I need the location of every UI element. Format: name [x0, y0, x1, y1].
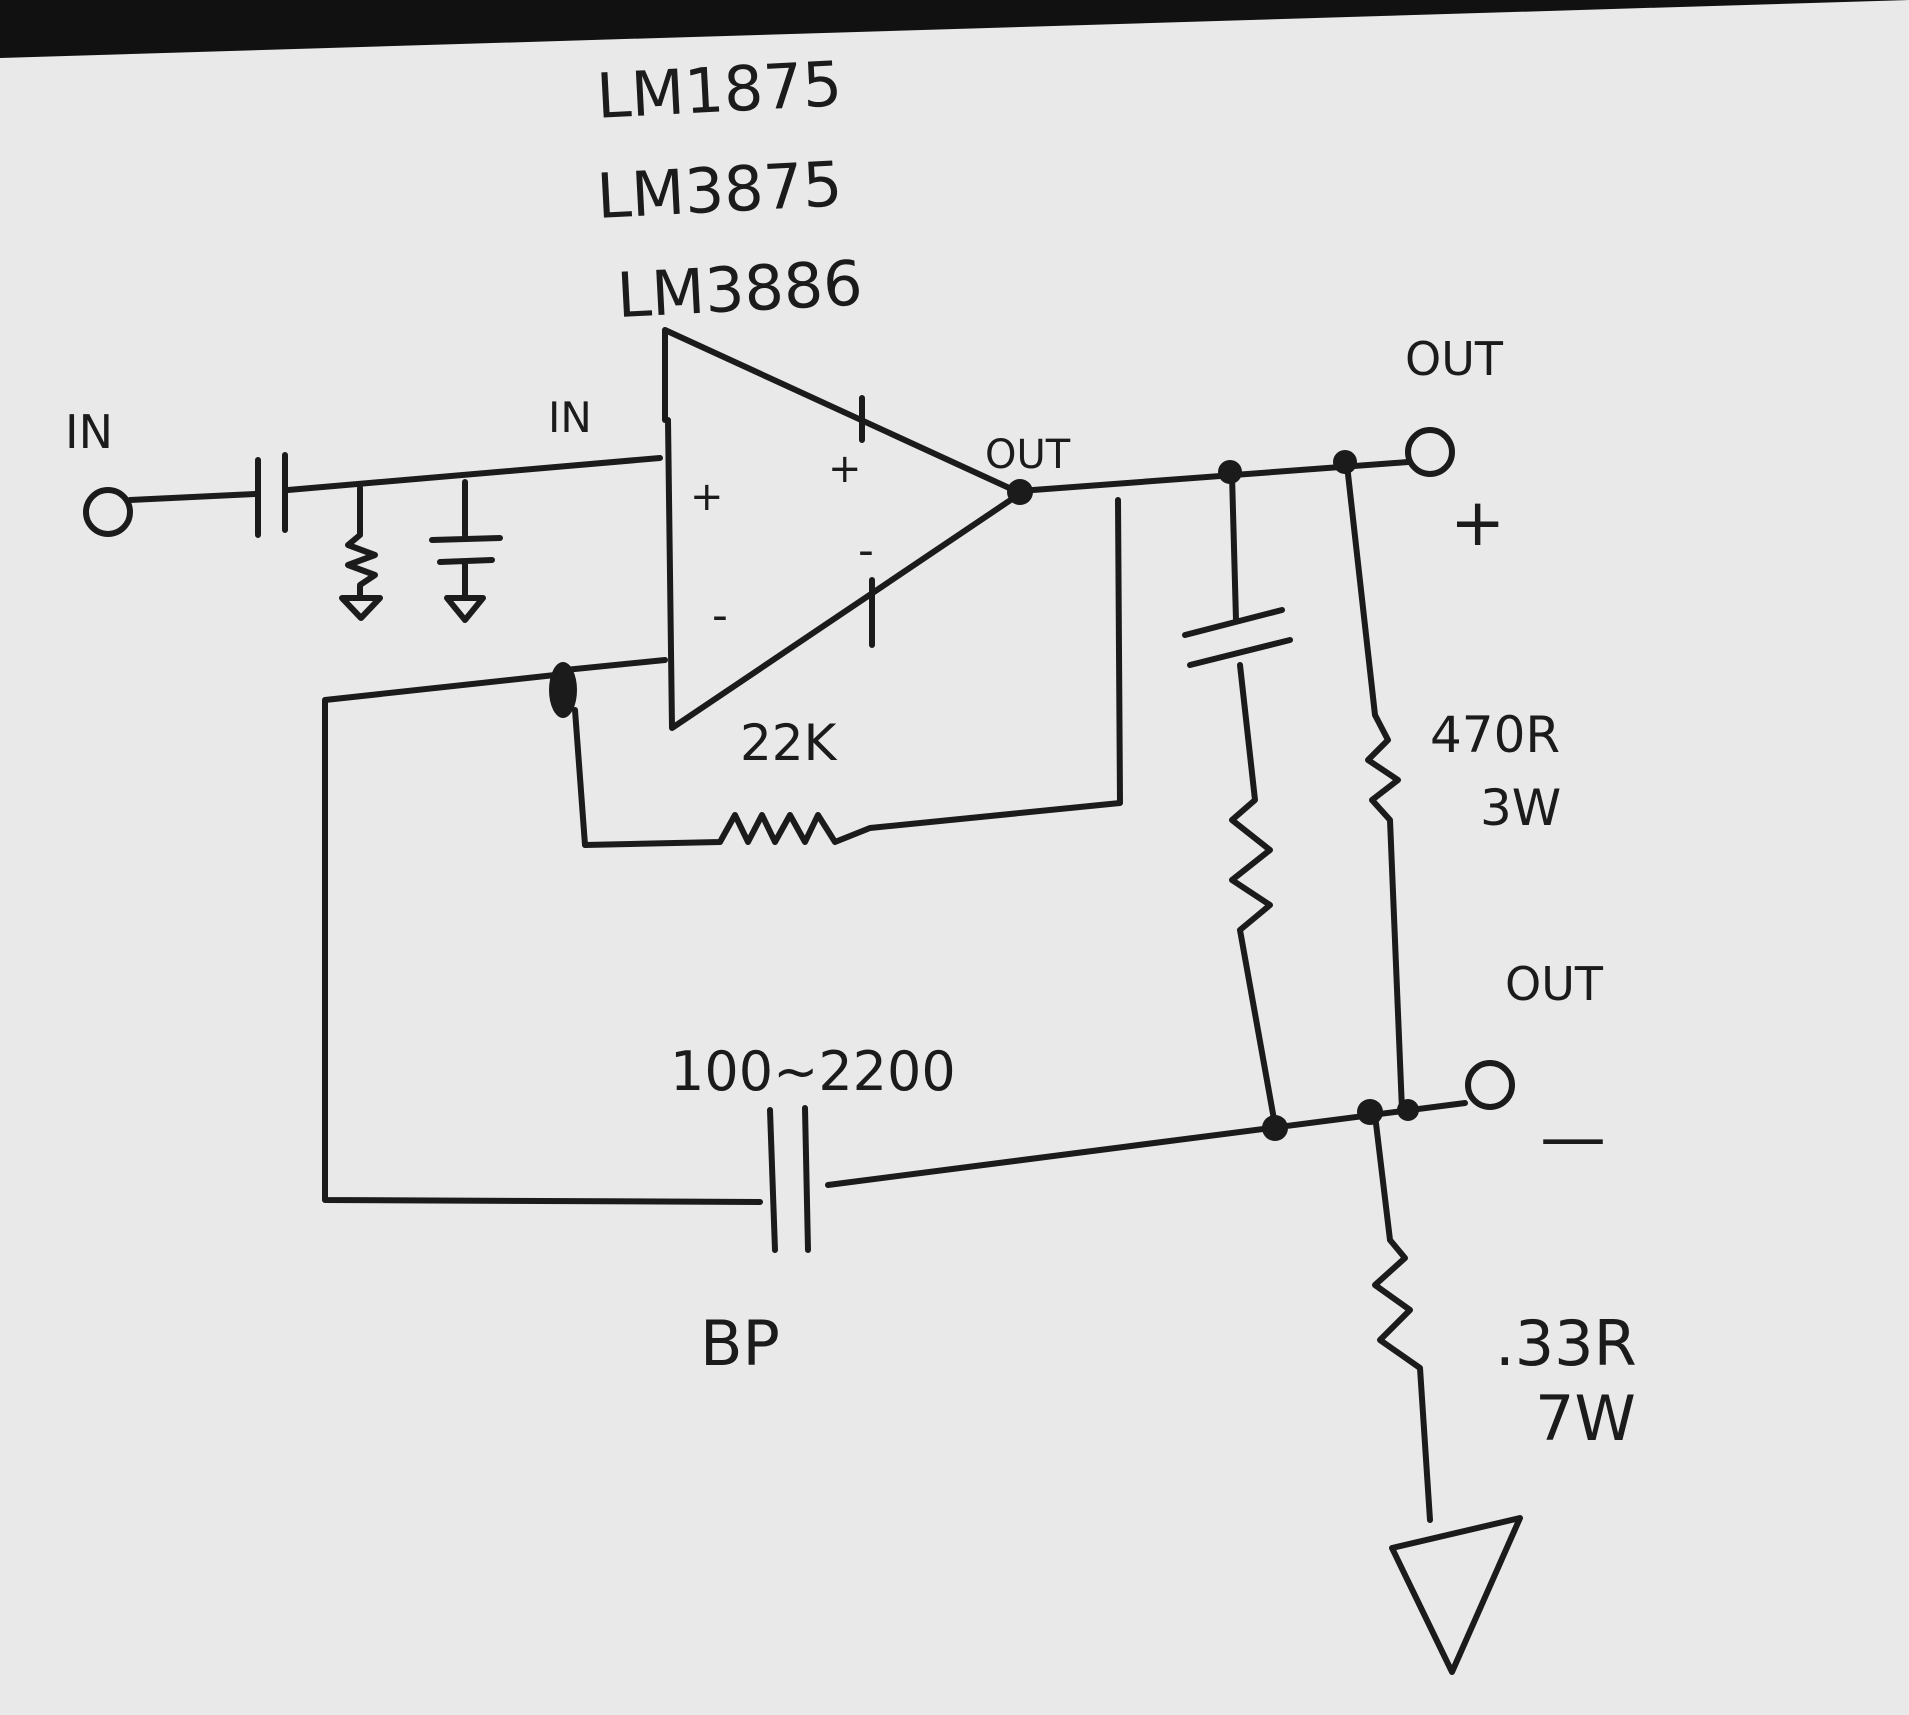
resistor-033r [1372, 1112, 1433, 1523]
feedback-ground-loop [322, 672, 763, 1205]
resistor-033r-power: 7W [1535, 1382, 1636, 1455]
feedback-resistor-label: 22K [740, 714, 838, 772]
ground-icon [1389, 1515, 1523, 1675]
output-junction [1218, 460, 1242, 484]
inverting-input-wire [562, 657, 668, 673]
chip-labels: LM1875 LM3875 LM3886 [595, 47, 865, 332]
zobel-network [1182, 472, 1293, 1128]
output-positive-terminal [1405, 427, 1455, 477]
bottom-junction [1397, 1099, 1419, 1121]
output-positive-label: OUT [1405, 332, 1504, 386]
resistor-033r-value: .33R [1495, 1307, 1637, 1380]
chip-label-lm3886: LM3886 [615, 246, 864, 332]
bp-capacitor-type: BP [700, 1307, 780, 1380]
input-coupling-capacitor [255, 452, 288, 538]
opamp-inverting-pin: - [712, 590, 728, 641]
output-positive-sign: + [1450, 484, 1505, 561]
bp-capacitor-value: 100~2200 [670, 1040, 956, 1103]
opamp-output-node [1007, 479, 1033, 505]
input-bias-resistor [345, 485, 378, 598]
output-negative-terminal [1465, 1060, 1515, 1110]
opamp-supply-positive: + [828, 446, 862, 492]
chip-label-lm3875: LM3875 [595, 147, 844, 233]
bottom-junction [1262, 1115, 1288, 1141]
input-terminal [83, 487, 133, 537]
ground-icon [444, 595, 486, 623]
amp-input-label: IN [548, 393, 592, 442]
chip-label-lm1875: LM1875 [595, 47, 844, 133]
resistor-470r-power: 3W [1480, 779, 1561, 837]
ground-icon [339, 595, 383, 621]
opamp-out-label: OUT [985, 432, 1071, 478]
feedback-resistor-22k [572, 497, 1123, 848]
opamp-noninverting-pin: + [690, 474, 724, 520]
output-negative-label: OUT [1505, 957, 1604, 1011]
bottom-junction [1357, 1099, 1383, 1125]
input-wire [127, 491, 258, 503]
resistor-470r [1344, 462, 1405, 1113]
input-shunt-capacitor [429, 479, 503, 598]
input-terminal-label: IN [65, 405, 113, 459]
paper-edge-shadow [0, 0, 1909, 58]
resistor-470r-value: 470R [1430, 706, 1560, 764]
bp-capacitor [767, 1105, 811, 1253]
opamp-supply-pins [859, 395, 875, 648]
opamp-supply-negative: - [858, 525, 874, 576]
output-negative-sign: — [1540, 1099, 1606, 1176]
opamp-body [662, 327, 1021, 731]
input-line [285, 455, 663, 493]
output-junction [1333, 450, 1357, 474]
